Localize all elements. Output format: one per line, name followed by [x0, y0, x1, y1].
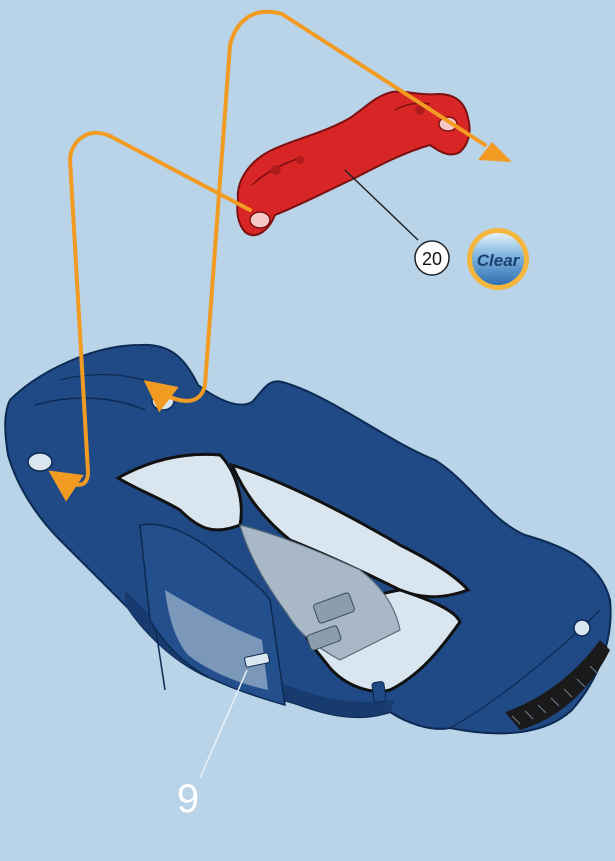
part-number-callout: 20 [415, 241, 449, 275]
part-number-label: 20 [422, 249, 442, 269]
clear-finish-icon: Clear [467, 228, 529, 290]
part-hole [250, 212, 270, 228]
mirror-mount [372, 681, 387, 702]
mount-hole-rear-left [28, 453, 52, 471]
part-peg [296, 156, 304, 164]
car-body-shell [5, 345, 610, 734]
part-peg [271, 165, 281, 175]
fog-light [574, 620, 590, 636]
arrow-icon [150, 12, 485, 401]
body-number-label: 9 [177, 777, 199, 821]
finish-badge-label: Clear [477, 251, 521, 270]
leader-line [200, 670, 247, 778]
leader-line [345, 170, 418, 240]
